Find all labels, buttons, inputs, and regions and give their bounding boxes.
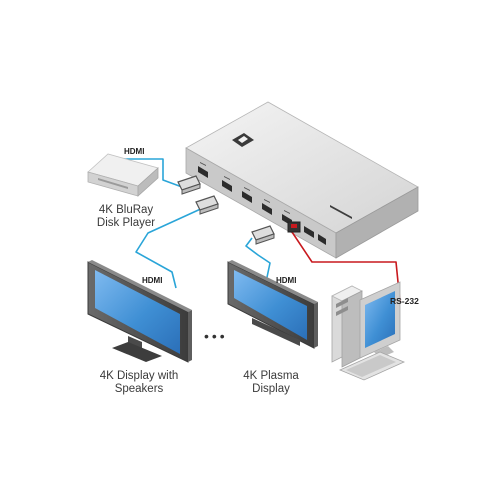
hdmi-connectors bbox=[177, 175, 301, 245]
hdmi-label-source: HDMI bbox=[124, 147, 145, 156]
display-1-label-line-2: Speakers bbox=[114, 383, 164, 395]
switcher-device bbox=[185, 101, 419, 259]
display-2-label-line-2: Display bbox=[252, 383, 290, 395]
hdmi-label-display-2: HDMI bbox=[276, 276, 297, 285]
display-1-label: 4K Display with Speakers bbox=[84, 370, 194, 396]
bluray-player bbox=[87, 153, 159, 197]
display-2-label: 4K Plasma Display bbox=[226, 370, 316, 396]
model-marking bbox=[330, 205, 352, 219]
source-label-line-1: 4K BluRay bbox=[98, 204, 154, 216]
rs232-label: RS-232 bbox=[390, 296, 419, 306]
display-1-label-line-1: 4K Display with bbox=[99, 370, 179, 382]
port-markings bbox=[200, 162, 290, 214]
source-device-label: 4K BluRay Disk Player bbox=[76, 204, 176, 230]
monitor-display-2 bbox=[227, 260, 318, 349]
monitor-display-1 bbox=[87, 260, 192, 363]
hdmi-cables bbox=[117, 158, 271, 289]
source-label-line-2: Disk Player bbox=[96, 217, 156, 229]
display-2-label-line-1: 4K Plasma bbox=[243, 370, 299, 382]
more-displays-ellipsis: ••• bbox=[204, 328, 228, 344]
hdmi-label-display-1: HDMI bbox=[142, 276, 163, 285]
control-computer bbox=[331, 281, 406, 381]
